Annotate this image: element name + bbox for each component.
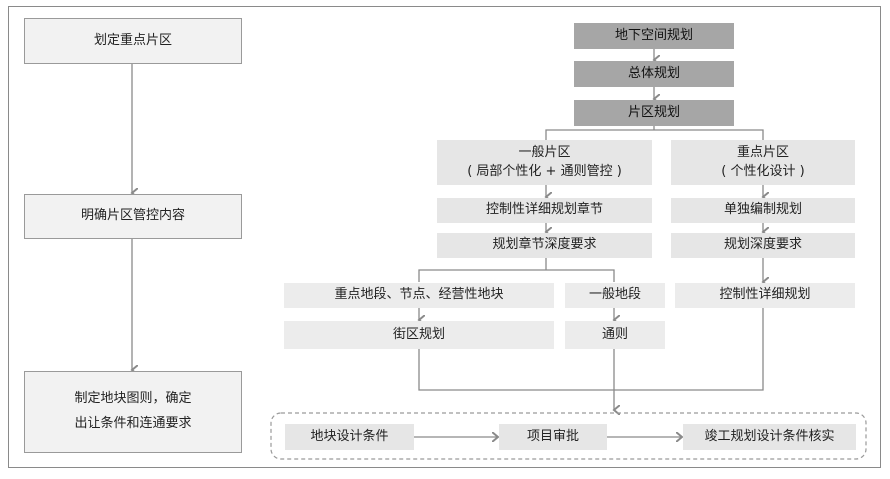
box-planning-depth: 规划深度要求: [671, 233, 855, 258]
step-plot-rules: 制定地块图则，确定 出让条件和连通要求: [24, 371, 242, 453]
step-plot-rules-line1: 制定地块图则，确定: [74, 391, 192, 407]
process-dashed-frame: [270, 412, 867, 460]
box-general-sections: 一般地段: [565, 283, 665, 308]
box-zone-planning: 片区规划: [574, 100, 734, 126]
key-zone-title: 重点片区: [736, 144, 789, 160]
box-completion-verification: 竣工规划设计条件核实: [683, 424, 856, 450]
box-block-planning: 街区规划: [284, 321, 554, 349]
merge-line: [418, 308, 764, 391]
box-regulatory-detailed: 控制性详细规划: [675, 283, 855, 308]
box-general-rules: 通则: [565, 321, 665, 349]
box-project-approval: 项目审批: [499, 424, 607, 450]
step-clarify-controls: 明确片区管控内容: [24, 194, 242, 239]
general-zone-title: 一般片区: [518, 144, 571, 160]
box-separate-planning: 单独编制规划: [671, 198, 855, 223]
box-chapter-depth: 规划章节深度要求: [437, 233, 652, 258]
box-master-planning: 总体规划: [574, 61, 734, 87]
box-plot-design-conditions: 地块设计条件: [285, 424, 414, 450]
step-plot-rules-line2: 出让条件和连通要求: [74, 416, 192, 431]
key-zone-subtitle: ( 个性化设计 ): [721, 163, 805, 179]
box-general-zone: 一般片区 ( 局部个性化 + 通则管控 ): [437, 140, 652, 185]
box-key-sections: 重点地段、节点、经营性地块: [284, 283, 554, 308]
box-key-zone: 重点片区 ( 个性化设计 ): [671, 140, 855, 185]
step-define-key-zone: 划定重点片区: [24, 18, 242, 64]
outer-frame: [8, 6, 881, 468]
branch-split: [545, 129, 764, 140]
box-regulatory-chapter: 控制性详细规划章节: [437, 198, 652, 223]
general-sub-split: [418, 269, 615, 282]
general-zone-subtitle: ( 局部个性化 + 通则管控 ): [467, 163, 622, 179]
box-underground-planning: 地下空间规划: [574, 23, 734, 49]
